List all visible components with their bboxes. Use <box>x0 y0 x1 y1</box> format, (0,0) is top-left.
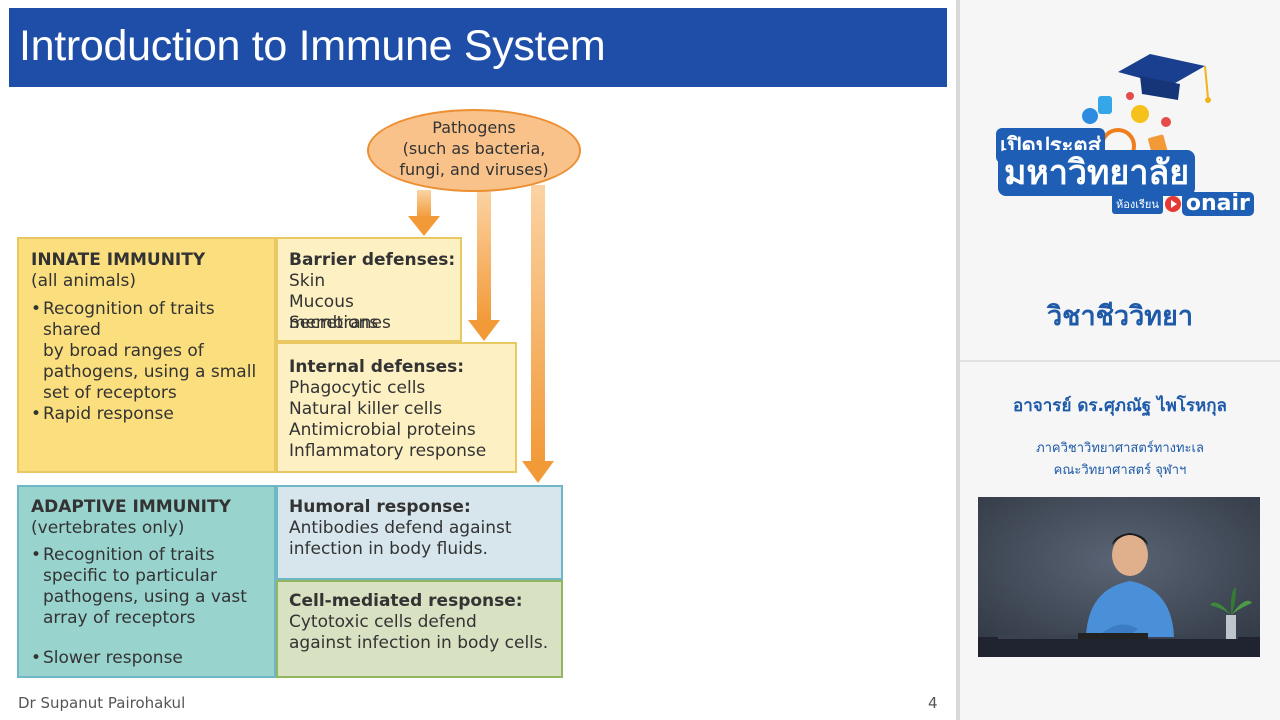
adaptive-bullet-line: Slower response <box>43 648 183 668</box>
innate-immunity-box: INNATE IMMUNITY (all animals) • Recognit… <box>17 237 276 473</box>
logo-badge: ห้องเรียน onair <box>1112 192 1254 216</box>
cell-mediated-heading: Cell-mediated response: <box>289 591 523 611</box>
adaptive-bullet-line: specific to particular <box>43 566 217 586</box>
cell-mediated-line: against infection in body cells. <box>289 633 549 653</box>
internal-item: Phagocytic cells <box>289 378 426 398</box>
humoral-heading: Humoral response: <box>289 497 471 517</box>
barrier-item: Skin <box>289 271 326 291</box>
teacher-name: อาจารย์ ดร.ศุภณัฐ ไพโรหกุล <box>1013 396 1227 416</box>
internal-item: Inflammatory response <box>289 441 487 461</box>
innate-heading: INNATE IMMUNITY <box>31 250 206 270</box>
department-line: ภาควิชาวิทยาศาสตร์ทางทะเล <box>1036 441 1204 456</box>
program-logo: เปิดประตูสู่ มหาวิทยาลัย ห้องเรียน onair <box>990 36 1254 226</box>
logo-line-2: มหาวิทยาลัย <box>998 150 1196 196</box>
innate-bullet-line: set of receptors <box>43 383 177 403</box>
pathogens-ellipse: Pathogens (such as bacteria, fungi, and … <box>367 109 581 192</box>
arrow-to-barrier <box>408 190 440 236</box>
page-number: 4 <box>928 694 938 712</box>
onair-play-icon <box>1164 196 1181 212</box>
internal-heading: Internal defenses: <box>289 357 465 377</box>
pathogens-label: Pathogens <box>432 118 516 137</box>
presenter-scene <box>978 497 1260 657</box>
barrier-item: Secretions <box>289 313 379 333</box>
innate-bullet-line: Recognition of traits shared <box>43 299 215 340</box>
pathogens-examples-1: (such as bacteria, <box>402 139 546 158</box>
humoral-response-box: Humoral response: Antibodies defend agai… <box>276 485 563 580</box>
humoral-line: infection in body fluids. <box>289 539 488 559</box>
internal-item: Antimicrobial proteins <box>289 420 476 440</box>
internal-item: Natural killer cells <box>289 399 443 419</box>
presenter-video <box>978 497 1260 657</box>
innate-bullet-line: by broad ranges of <box>43 341 204 361</box>
humoral-line: Antibodies defend against <box>289 518 512 538</box>
adaptive-bullet-line: array of receptors <box>43 608 196 628</box>
sidebar: เปิดประตูสู่ มหาวิทยาลัย ห้องเรียน onair… <box>960 0 1280 720</box>
slide: Introduction to Immune System Pathogens … <box>9 8 947 712</box>
arrow-to-adaptive <box>522 185 554 483</box>
title-bar: Introduction to Immune System <box>9 8 947 87</box>
panel-divider <box>956 0 960 720</box>
subject-title: วิชาชีววิทยา <box>1046 301 1194 332</box>
adaptive-heading: ADAPTIVE IMMUNITY <box>31 497 231 517</box>
innate-subheading: (all animals) <box>31 271 137 291</box>
adaptive-bullet-line: Recognition of traits <box>43 545 215 565</box>
sidebar-separator <box>960 360 1280 362</box>
barrier-defenses-box: Barrier defenses: Skin Mucous membranes … <box>276 237 462 342</box>
pathogens-examples-2: fungi, and viruses) <box>399 160 549 179</box>
department-info: ภาควิชาวิทยาศาสตร์ทางทะเล คณะวิทยาศาสตร์… <box>960 438 1280 482</box>
adaptive-bullet-line: pathogens, using a vast <box>43 587 247 607</box>
logo-badge-text: ห้องเรียน <box>1112 194 1163 214</box>
cell-mediated-response-box: Cell-mediated response: Cytotoxic cells … <box>276 580 563 678</box>
adaptive-immunity-box: ADAPTIVE IMMUNITY (vertebrates only) • R… <box>17 485 276 678</box>
barrier-heading: Barrier defenses: <box>289 250 456 270</box>
cell-mediated-line: Cytotoxic cells defend <box>289 612 477 632</box>
adaptive-subheading: (vertebrates only) <box>31 518 185 538</box>
footer-author: Dr Supanut Pairohakul <box>18 694 186 712</box>
innate-bullet-line: Rapid response <box>43 404 174 424</box>
innate-bullet-line: pathogens, using a small <box>43 362 257 382</box>
faculty-line: คณะวิทยาศาสตร์ จุฬาฯ <box>1053 463 1187 478</box>
slide-title: Introduction to Immune System <box>19 22 606 70</box>
arrow-to-internal <box>468 190 500 341</box>
barrier-item: Mucous membranes <box>289 292 391 333</box>
logo-onair-text: onair <box>1181 192 1254 216</box>
internal-defenses-box: Internal defenses: Phagocytic cells Natu… <box>276 342 517 473</box>
